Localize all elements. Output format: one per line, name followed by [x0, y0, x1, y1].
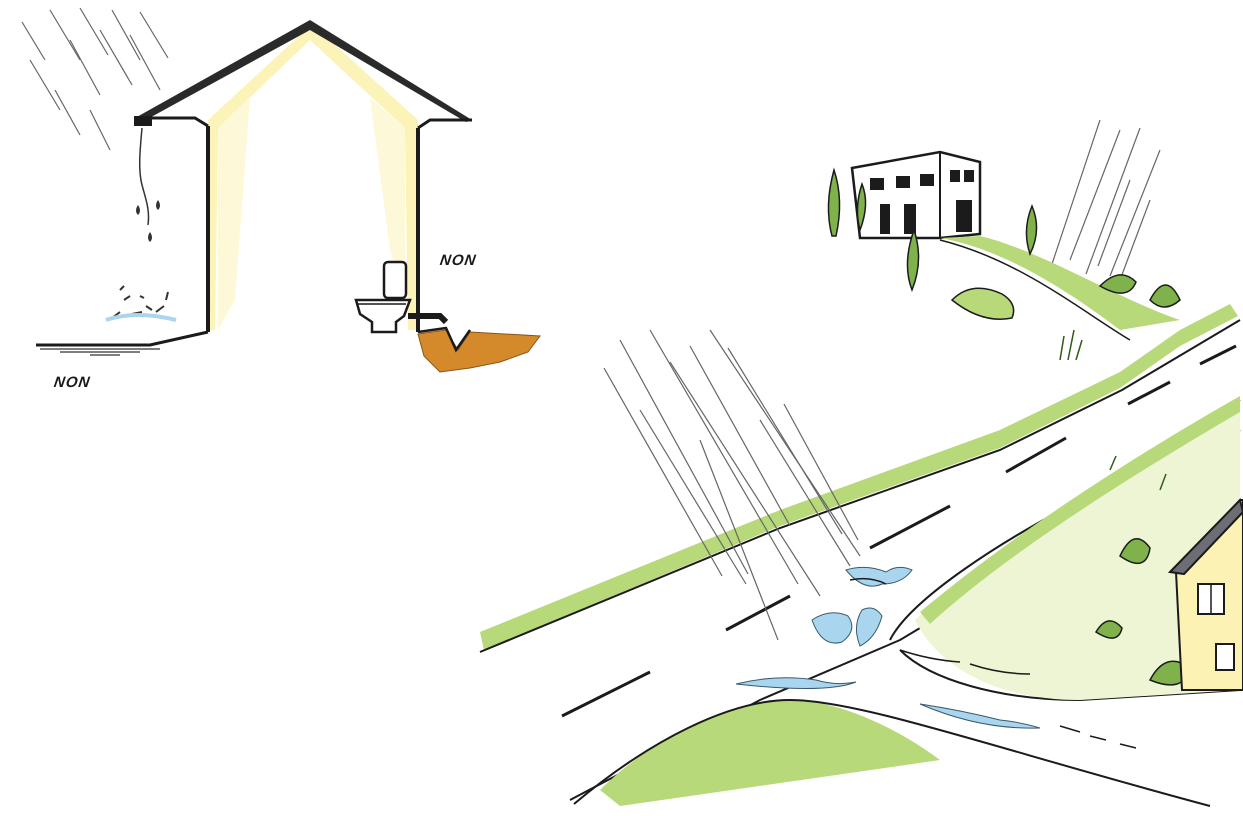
water-drop-2 [156, 200, 160, 210]
rain-road [604, 330, 860, 640]
hill-building [852, 152, 980, 238]
rain-right [1050, 120, 1160, 280]
gutter-spout [134, 116, 152, 126]
toilet-icon [356, 262, 410, 332]
splash-blue [106, 315, 176, 320]
hill-bush [952, 288, 1014, 319]
house-section [22, 8, 540, 372]
water-drop-3 [136, 205, 140, 215]
soil-patch [418, 330, 540, 372]
right-eave [418, 120, 472, 128]
water-drop-1 [148, 232, 152, 242]
label-non-toilet: NON [439, 252, 478, 269]
rain-left [22, 8, 168, 150]
hill-slope [940, 236, 1180, 330]
ground-left-hatch [40, 349, 160, 355]
label-non-wall: NON [53, 374, 92, 391]
ground-left [36, 332, 208, 345]
wall-wash-inner-left [218, 98, 250, 330]
water-stream [140, 128, 149, 225]
road-landscape [480, 120, 1243, 806]
